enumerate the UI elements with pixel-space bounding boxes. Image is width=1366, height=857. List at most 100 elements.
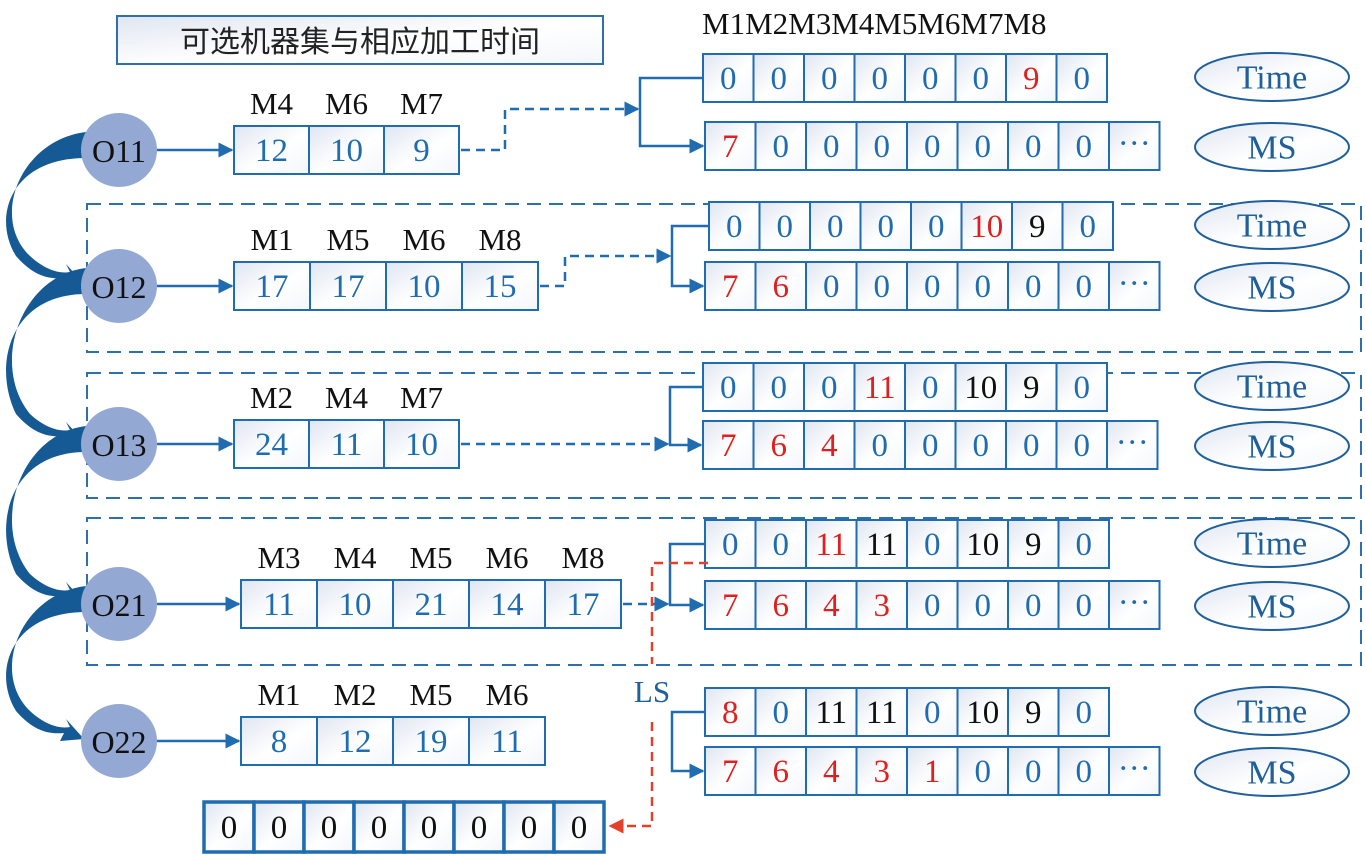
time-value: 17 — [256, 269, 289, 305]
ms-vector-cell — [704, 261, 757, 311]
time-value: 8 — [271, 724, 288, 760]
time-vector-cell — [859, 201, 912, 251]
machine-label: M2 — [250, 380, 293, 415]
time-value: 19 — [415, 724, 448, 760]
reset-vector-value: 0 — [271, 810, 288, 846]
time-tag: Time — [1194, 518, 1350, 568]
time-vector-value: 0 — [1074, 370, 1091, 406]
time-cell — [316, 716, 394, 766]
time-vector-cell — [954, 362, 1007, 412]
split-bracket — [670, 710, 705, 779]
time-vector-cell — [1007, 519, 1060, 569]
time-vector-value: 0 — [827, 209, 844, 245]
time-vector-value: 0 — [878, 209, 895, 245]
time-vector-cell — [904, 362, 957, 412]
time-cell — [240, 716, 318, 766]
time-tag: Time — [1194, 52, 1350, 102]
svg-text:MS: MS — [1247, 429, 1296, 466]
ms-vector-value: 0 — [924, 129, 941, 165]
time-vector-value: 0 — [771, 370, 788, 406]
ms-tag: MS — [1194, 262, 1350, 312]
time-vector-value: 9 — [1023, 370, 1040, 406]
ms-vector-cell — [1057, 746, 1110, 796]
time-vector-cell — [956, 687, 1009, 737]
ms-tag: MS — [1194, 421, 1350, 471]
time-vector-value: 11 — [815, 527, 847, 563]
time-tag: Time — [1194, 361, 1350, 411]
svg-text:MS: MS — [1247, 589, 1296, 626]
ellipsis-text: ··· — [1118, 126, 1151, 162]
machine-label: M8 — [478, 222, 521, 257]
ms-vector-value: 7 — [722, 269, 739, 305]
ms-vector-value: 0 — [1025, 588, 1042, 624]
ms-vector-value: 0 — [1025, 129, 1042, 165]
time-vector-cell — [960, 201, 1013, 251]
group-box-o12 — [86, 203, 1362, 353]
operation-label: O22 — [91, 724, 146, 760]
time-vector-value: 0 — [726, 209, 743, 245]
ms-vector-value: 0 — [975, 129, 992, 165]
ms-vector-value: 7 — [722, 588, 739, 624]
ms-vector-ellipsis-cell — [1106, 420, 1159, 470]
link-o22 — [670, 710, 705, 779]
time-tag: Time — [1194, 200, 1350, 250]
split-bracket — [670, 224, 709, 294]
svg-text:Time: Time — [1237, 208, 1308, 245]
ms-vector-cell — [853, 420, 906, 470]
ms-vector-cell — [906, 580, 959, 630]
links-layer — [461, 76, 709, 779]
time-vector-value: 0 — [720, 61, 737, 97]
machine-label: M5 — [326, 222, 369, 257]
time-value: 10 — [339, 587, 372, 623]
ms-vector-cell — [855, 261, 908, 311]
ls-red-path-upper — [650, 561, 708, 664]
time-vector-value: 0 — [773, 695, 790, 731]
operation-label: O13 — [91, 427, 146, 463]
time-cell — [233, 419, 310, 469]
ms-vector-cell — [906, 121, 959, 171]
ms-vector-value: 0 — [1023, 428, 1040, 464]
ms-vector-value: 0 — [874, 269, 891, 305]
time-vector-cell — [853, 53, 906, 103]
ms-vector-cell — [956, 261, 1009, 311]
time-vector-value: 0 — [928, 209, 945, 245]
ms-vector-value: 0 — [922, 428, 939, 464]
link-o21 — [623, 542, 705, 613]
ms-vector-ellipsis-cell — [1108, 580, 1161, 630]
svg-text:Time: Time — [1237, 369, 1308, 406]
time-cell — [308, 125, 385, 175]
machine-label: M7 — [400, 380, 443, 415]
time-vector-value: 0 — [1076, 527, 1093, 563]
ms-vector-value: 4 — [823, 588, 840, 624]
ms-vector-value: 0 — [975, 754, 992, 790]
ms-vector-value: 7 — [722, 129, 739, 165]
machine-label: M1 — [250, 222, 293, 257]
time-vector-cell — [754, 687, 807, 737]
time-value: 11 — [263, 587, 295, 623]
time-cell — [392, 716, 470, 766]
time-vector-value: 0 — [771, 61, 788, 97]
time-vector-value: 11 — [866, 695, 898, 731]
time-value: 17 — [567, 587, 600, 623]
ms-vector-ellipsis-cell — [1108, 121, 1161, 171]
ms-vector-cell — [1007, 746, 1060, 796]
time-vector-value: 11 — [866, 527, 898, 563]
time-value: 15 — [484, 269, 517, 305]
reset-vector-value: 0 — [521, 810, 538, 846]
time-value: 24 — [255, 427, 288, 463]
ms-vector-value: 0 — [924, 588, 941, 624]
time-vector-value: 0 — [1080, 209, 1097, 245]
time-vector-cell — [752, 53, 805, 103]
machine-label: M2 — [333, 677, 376, 712]
time-tag: Time — [1194, 686, 1350, 736]
time-vector-value: 0 — [1076, 695, 1093, 731]
ms-vector-value: 7 — [722, 754, 739, 790]
